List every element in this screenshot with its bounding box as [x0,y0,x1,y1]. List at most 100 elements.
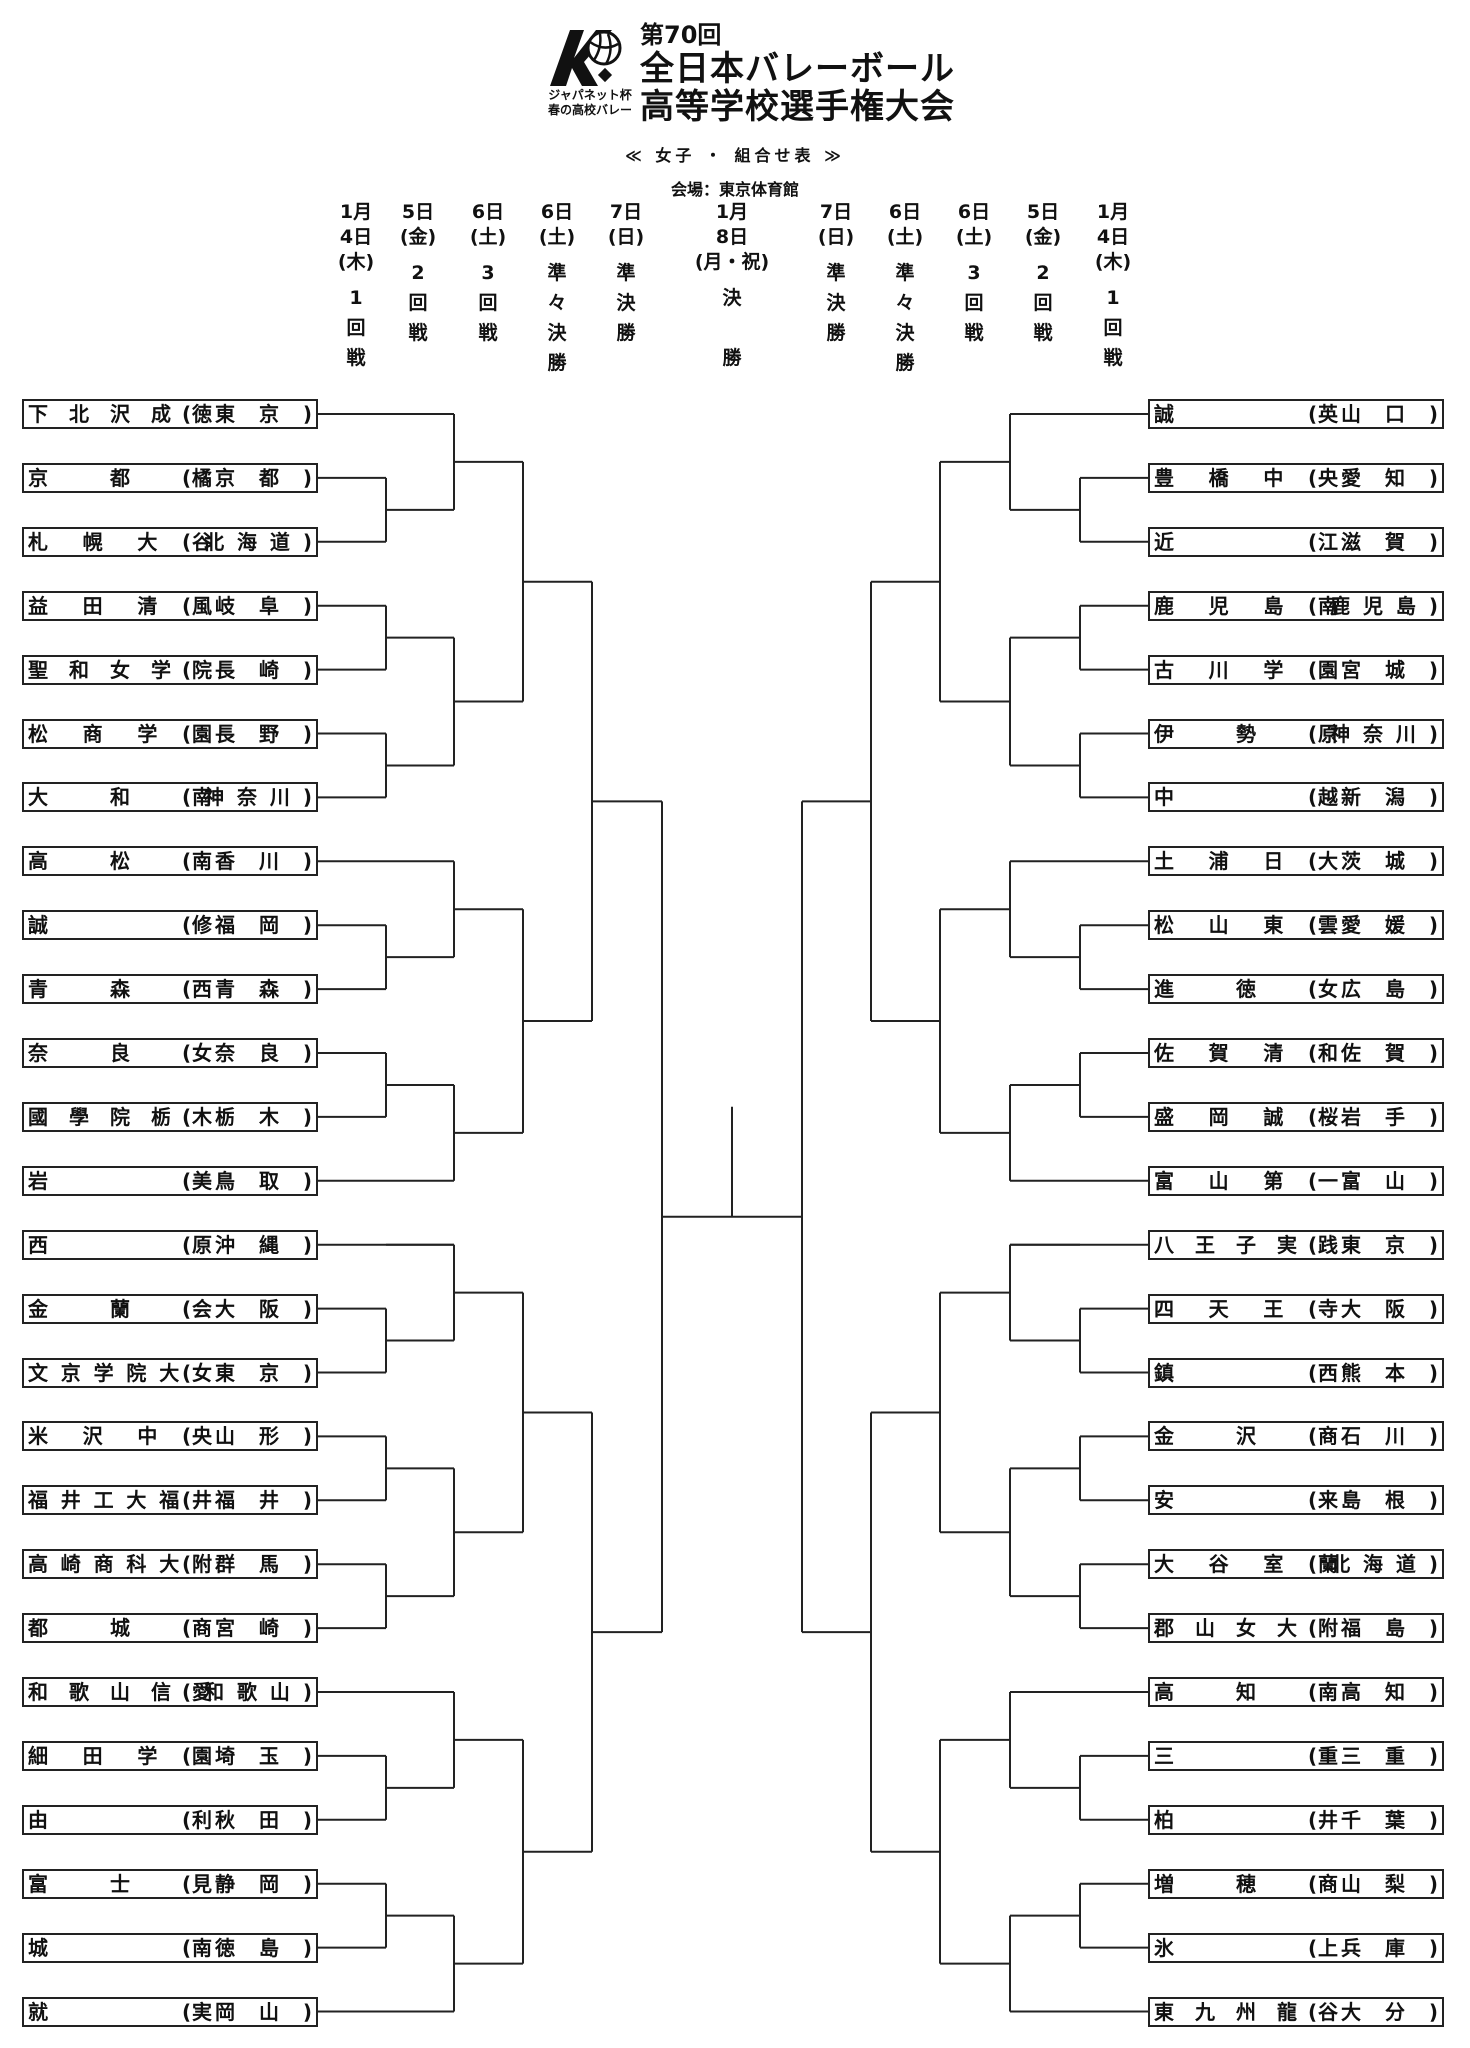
school-char: 高 [28,1552,48,1577]
pref-char: 知 [1384,465,1405,490]
pref-char: 京 [258,402,279,426]
pref-char: 沖 [215,1232,236,1257]
team-prefecture: (東京) [182,1360,312,1386]
school-char: 園 [1317,657,1338,682]
team-school: 氷上 [1154,1935,1338,1961]
pref-char: 千 [1341,1807,1362,1832]
schedule-date: 1月 4日 (木) [1094,201,1132,273]
pref-char: ) [1428,849,1438,874]
pref-char: 静 [215,1871,236,1896]
team-school: 城南 [28,1935,212,1961]
pref-char: 三 [1341,1743,1362,1768]
team-school: 鎮西 [1154,1360,1338,1386]
school-char: 商 [192,1616,212,1641]
pref-char: 島 [1384,1616,1405,1641]
school-char: 践 [1318,1232,1338,1257]
team-prefecture: (千葉) [1308,1807,1438,1833]
team-prefecture: (東京) [1308,1232,1438,1258]
pref-char: 口 [1384,402,1405,426]
school-char: 北 [69,402,89,426]
school-char: 成 [151,402,171,426]
schedule-round: 準 々 決 勝 [547,262,567,374]
schedule-round: 2 回 戦 [1033,262,1053,344]
school-char: 央 [191,1424,212,1449]
school-char: 九 [1195,1999,1215,2024]
school-char: 室 [1263,1552,1284,1577]
team-school: 八王子実践 [1154,1232,1338,1258]
team-prefecture: (広島) [1308,976,1438,1002]
team-box-left: 大和南(神奈川) [22,782,318,813]
team-prefecture: (埼玉) [182,1743,312,1769]
school-char: 橘 [192,465,212,490]
logo-line1: ジャパネット杯 [548,88,632,102]
team-prefecture: (大阪) [182,1296,312,1322]
team-box-left: 就実(岡山) [22,1996,318,2027]
team-prefecture: (神奈川) [182,784,312,810]
pref-char: 秋 [215,1807,236,1832]
pref-char: 和 [204,1680,225,1704]
pref-char: 縄 [258,1232,279,1257]
team-school: 中越 [1154,784,1338,810]
team-box-left: 札幌大谷(北海道) [22,526,318,557]
pref-char: ) [1428,593,1438,618]
pref-char: 田 [258,1807,279,1832]
title-line2: 高等学校選手権大会 [640,87,955,127]
school-char: 工 [93,1488,114,1513]
school-char: 青 [28,977,48,1002]
team-school: 文京学院大女 [28,1360,212,1386]
pref-char: 道 [1395,1552,1416,1577]
team-box-left: 京都橘(京都) [22,462,318,493]
team-school: 安来 [1154,1487,1338,1513]
team-box-right: 誠英(山口) [1148,399,1444,429]
schedule-round: 1 回 戦 [346,287,366,369]
school-char: 徳 [192,402,212,426]
pref-char: 城 [1384,657,1405,682]
team-prefecture: (岩手) [1308,1104,1438,1130]
school-char: 西 [192,977,212,1002]
team-box-right: 進徳女(広島) [1148,974,1444,1005]
pref-char: 奈 [215,1041,236,1065]
pref-char: 媛 [1384,913,1405,938]
school-char: 大 [1277,1616,1297,1641]
pref-char: ( [1308,1680,1318,1704]
school-char: 谷 [1208,1552,1229,1577]
school-char: 三 [1154,1743,1174,1768]
team-prefecture: (大分) [1308,1999,1438,2025]
pref-char: ( [1308,1041,1318,1065]
school-char: 見 [192,1871,212,1896]
pref-char: ( [1308,657,1318,682]
school-char: 大 [159,1360,180,1385]
school-char: 札 [28,529,48,554]
team-box-right: 松山東雲(愛媛) [1148,910,1444,941]
school-char: 央 [1317,465,1338,490]
pref-char: ) [1428,1296,1438,1321]
team-school: 松商学園 [28,721,212,747]
school-char: 原 [192,1232,212,1257]
school-char: 佐 [1154,1041,1174,1065]
school-char: 鹿 [1154,593,1174,618]
school-char: 信 [151,1680,171,1704]
pref-char: 福 [215,1488,236,1513]
pref-char: ( [1308,1296,1318,1321]
pref-char: ) [1428,1488,1438,1513]
pref-char: 崎 [258,657,279,682]
schedule-date: 6日 (土) [469,201,507,248]
pref-char: 大 [1341,1296,1362,1321]
school-char: 科 [126,1552,147,1577]
schedule-date: 7日 (日) [817,201,855,248]
pref-char: ) [302,1871,312,1896]
team-school: 聖和女学院 [28,657,212,683]
pref-char: 良 [258,1041,279,1065]
team-school: 就実 [28,1999,212,2025]
pref-char: ( [1308,1807,1318,1832]
school-char: 院 [110,1104,130,1129]
school-char: 天 [1208,1296,1229,1321]
pref-char: ) [302,977,312,1002]
pref-char: ) [1428,1616,1438,1641]
pref-char: ( [1308,1743,1318,1768]
school-char: 井 [1318,1807,1338,1832]
team-prefecture: (福岡) [182,912,312,938]
team-school: 増穂商 [1154,1871,1338,1897]
school-char: 歌 [69,1680,89,1704]
school-char: 伊 [1154,721,1174,746]
